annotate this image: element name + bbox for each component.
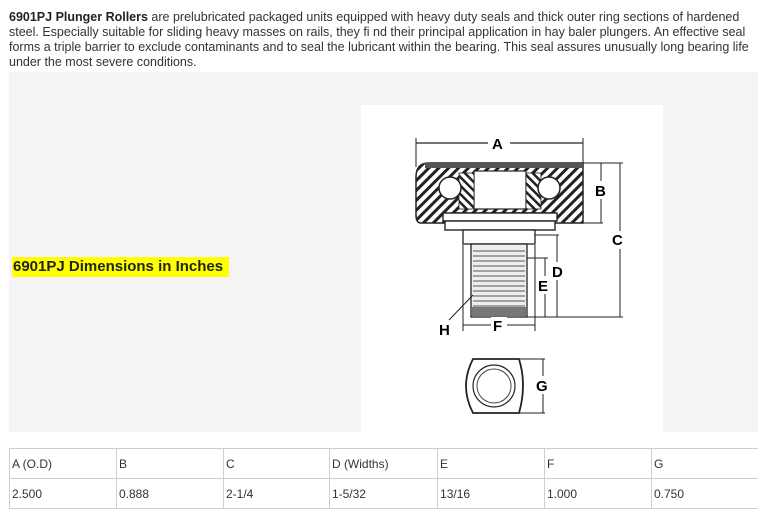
dimensions-panel: 6901PJ Dimensions in Inches A: [9, 72, 758, 432]
header-b: B: [115, 448, 224, 479]
value-d: 1-5/32: [328, 478, 439, 509]
label-d: D: [552, 264, 563, 281]
value-g: 0.750: [650, 478, 758, 509]
description-text: are prelubricated packaged units equippe…: [9, 10, 749, 69]
header-c: C: [222, 448, 330, 479]
dimensions-heading: 6901PJ Dimensions in Inches: [12, 257, 230, 277]
value-e: 13/16: [437, 478, 545, 509]
header-g: G: [650, 448, 758, 479]
value-f: 1.000: [544, 478, 652, 509]
label-e: E: [538, 278, 548, 295]
value-a: 2.500: [9, 478, 117, 509]
value-b: 0.888: [115, 478, 224, 509]
header-d: D (Widths): [328, 448, 439, 479]
label-a: A: [492, 136, 503, 153]
dimensions-table: A (O.D) B C D (Widths) E F G 2.500 0.888…: [9, 448, 758, 509]
label-h: H: [439, 322, 450, 339]
label-g: G: [536, 378, 548, 395]
header-e: E: [437, 448, 545, 479]
label-f: F: [493, 318, 502, 335]
value-c: 2-1/4: [222, 478, 330, 509]
label-c: C: [612, 232, 623, 249]
product-description: 6901PJ Plunger Rollers are prelubricated…: [9, 10, 761, 70]
header-f: F: [544, 448, 652, 479]
product-name: 6901PJ Plunger Rollers: [9, 10, 148, 24]
plunger-roller-diagram: A: [361, 105, 663, 432]
header-a: A (O.D): [9, 448, 117, 479]
label-b: B: [595, 183, 606, 200]
table-header-row: A (O.D) B C D (Widths) E F G: [9, 448, 758, 479]
table-row: 2.500 0.888 2-1/4 1-5/32 13/16 1.000 0.7…: [9, 478, 758, 509]
